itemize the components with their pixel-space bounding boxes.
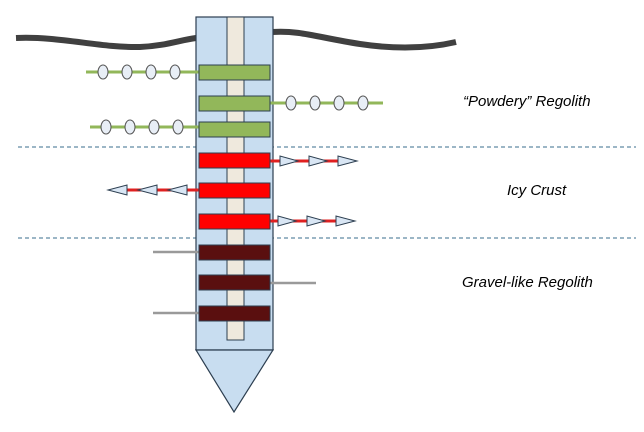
probe-tip [194, 349, 275, 414]
icy-band-2 [198, 182, 271, 199]
icy-sensor-left [106, 184, 200, 196]
powdery-band-1 [198, 64, 271, 81]
powdery-band-3 [198, 121, 271, 138]
gravel-band-1 [198, 244, 271, 261]
gravel-band-2 [198, 274, 271, 291]
powdery-regolith-label: “Powdery” Regolith [463, 93, 591, 110]
powdery-sensor-left-2 [90, 119, 200, 135]
icy-sensor-right-1 [269, 155, 359, 167]
icy-crust-label: Icy Crust [507, 182, 567, 199]
powdery-sensor-right [269, 95, 383, 111]
gravel-band-3 [198, 305, 271, 322]
ground-surface-line [15, 28, 457, 51]
icy-band-1 [198, 152, 271, 169]
icy-sensor-right-2 [269, 215, 357, 227]
powdery-sensor-left-1 [86, 64, 200, 80]
powdery-band-2 [198, 95, 271, 112]
gravel-regolith-label: Gravel-like Regolith [462, 274, 593, 291]
icy-band-3 [198, 213, 271, 230]
